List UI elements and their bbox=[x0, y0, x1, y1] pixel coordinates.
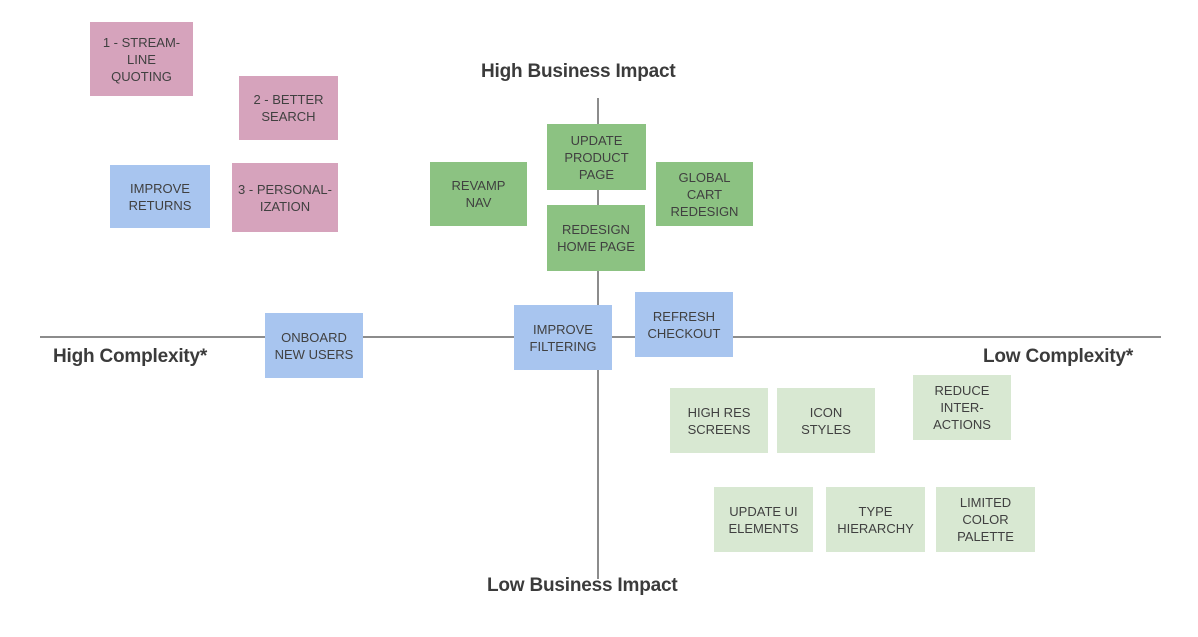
matrix-card-limited-color-palette[interactable]: LIMITED COLOR PALETTE bbox=[936, 487, 1035, 552]
matrix-card-label: REVAMP NAV bbox=[451, 178, 506, 210]
matrix-card-onboard-new-users[interactable]: ONBOARD NEW USERS bbox=[265, 313, 363, 378]
matrix-card-label: 3 - PERSONAL- IZATION bbox=[238, 181, 332, 214]
matrix-card-label: HIGH RES SCREENS bbox=[687, 404, 751, 437]
matrix-card-label: ONBOARD NEW USERS bbox=[274, 329, 354, 362]
matrix-card-revamp-nav[interactable]: REVAMP NAV bbox=[430, 162, 527, 226]
axis-label-high-complexity: High Complexity* bbox=[53, 346, 208, 367]
matrix-card-high-res-screens[interactable]: HIGH RES SCREENS bbox=[670, 388, 768, 453]
matrix-card-label: REDUCE INTER- ACTIONS bbox=[933, 383, 991, 432]
matrix-card-personalization[interactable]: 3 - PERSONAL- IZATION bbox=[232, 163, 338, 232]
matrix-card-update-product-page[interactable]: UPDATE PRODUCT PAGE bbox=[547, 124, 646, 190]
matrix-card-improve-filtering[interactable]: IMPROVE FILTERING bbox=[514, 305, 612, 370]
matrix-card-label: UPDATE PRODUCT PAGE bbox=[564, 132, 629, 182]
axis-label-low-business-impact: Low Business Impact bbox=[487, 575, 678, 596]
matrix-card-label: REDESIGN HOME PAGE bbox=[557, 222, 635, 254]
matrix-card-label: TYPE HIERARCHY bbox=[837, 503, 914, 536]
matrix-card-improve-returns[interactable]: IMPROVE RETURNS bbox=[110, 165, 210, 228]
matrix-card-better-search[interactable]: 2 - BETTER SEARCH bbox=[239, 76, 338, 140]
matrix-card-redesign-home-page[interactable]: REDESIGN HOME PAGE bbox=[547, 205, 645, 271]
matrix-card-label: ICON STYLES bbox=[801, 404, 851, 437]
matrix-card-streamline-quoting[interactable]: 1 - STREAM- LINE QUOTING bbox=[90, 22, 193, 96]
matrix-card-label: UPDATE UI ELEMENTS bbox=[728, 503, 799, 536]
matrix-card-reduce-interactions[interactable]: REDUCE INTER- ACTIONS bbox=[913, 375, 1011, 440]
matrix-card-icon-styles[interactable]: ICON STYLES bbox=[777, 388, 875, 453]
matrix-card-label: LIMITED COLOR PALETTE bbox=[957, 495, 1014, 544]
matrix-card-update-ui-elements[interactable]: UPDATE UI ELEMENTS bbox=[714, 487, 813, 552]
matrix-card-refresh-checkout[interactable]: REFRESH CHECKOUT bbox=[635, 292, 733, 357]
matrix-card-type-hierarchy[interactable]: TYPE HIERARCHY bbox=[826, 487, 925, 552]
axis-label-low-complexity: Low Complexity* bbox=[983, 346, 1134, 367]
axis-label-high-business-impact: High Business Impact bbox=[481, 61, 676, 82]
matrix-card-label: IMPROVE RETURNS bbox=[128, 180, 192, 213]
matrix-card-label: REFRESH CHECKOUT bbox=[647, 308, 721, 341]
matrix-card-global-cart-redesign[interactable]: GLOBAL CART REDESIGN bbox=[656, 162, 753, 226]
matrix-card-label: GLOBAL CART REDESIGN bbox=[670, 169, 739, 219]
matrix-card-label: 2 - BETTER SEARCH bbox=[253, 92, 324, 124]
matrix-card-label: IMPROVE FILTERING bbox=[529, 321, 597, 354]
matrix-card-label: 1 - STREAM- LINE QUOTING bbox=[102, 34, 181, 84]
